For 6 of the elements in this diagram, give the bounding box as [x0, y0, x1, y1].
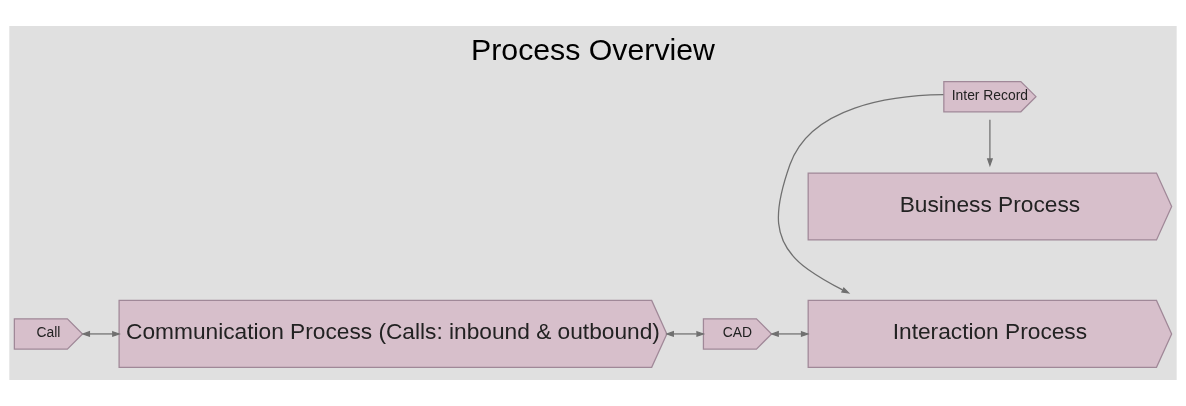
arrow	[81, 330, 121, 338]
arrow	[770, 330, 810, 338]
arrow	[665, 330, 706, 338]
diagram-title: Process Overview	[471, 33, 715, 67]
arrow	[777, 94, 945, 294]
arrow	[986, 119, 993, 168]
